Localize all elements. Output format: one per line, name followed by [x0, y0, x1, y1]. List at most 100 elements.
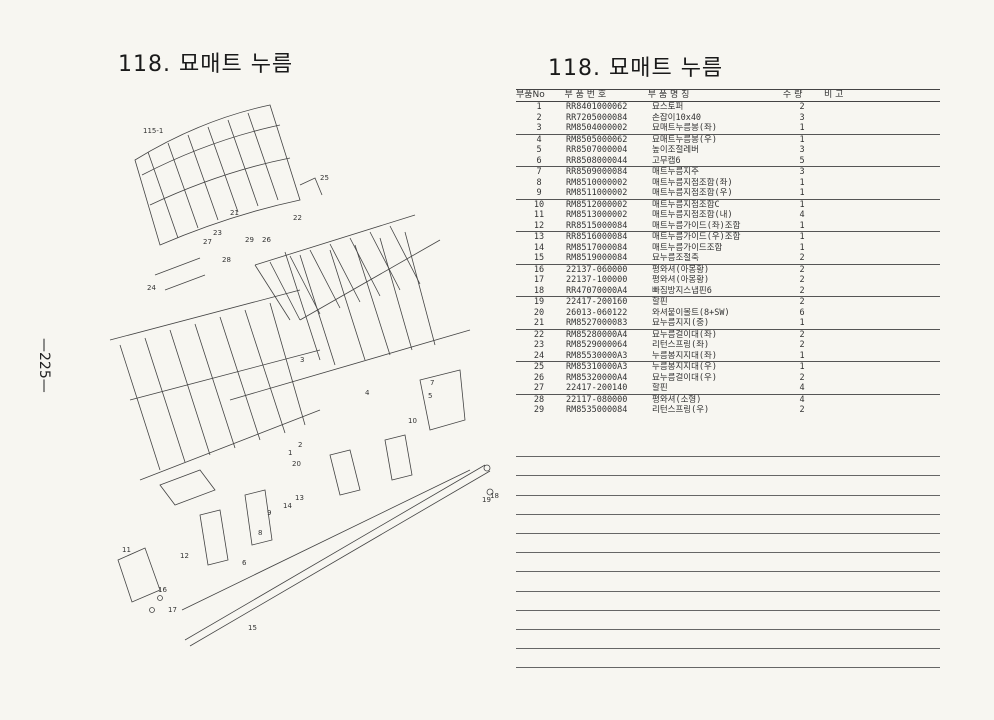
cell-part-number: RM8504000002: [566, 123, 628, 133]
cell-remarks: [820, 373, 940, 384]
cell-remarks: [820, 135, 940, 146]
press-fingers-lower: [119, 302, 306, 471]
cell-part-number: RR8507000004: [566, 145, 628, 155]
cell-no: 7: [536, 167, 542, 177]
header-no: 부품No: [516, 90, 545, 100]
cell-qty: 6: [799, 307, 805, 318]
cell-name: 묘누름지지(중): [652, 318, 710, 328]
cell-no: 29: [533, 405, 545, 415]
cell-remarks: [820, 275, 940, 286]
cell-part-number: 22137-060000: [566, 264, 628, 275]
callout-label: 26: [262, 236, 271, 244]
cell-qty: 1: [799, 232, 805, 242]
cell-qty: 5: [799, 155, 805, 166]
cell-qty: 2: [799, 264, 805, 275]
cell-name: 매트누름가이드조합: [652, 242, 723, 253]
cell-no: 1: [536, 102, 542, 112]
cell-name: 묘매트누름봉(좌): [652, 123, 717, 133]
cell-remarks: [820, 178, 940, 189]
cell-remarks: [820, 123, 940, 134]
cell-name: 묘누름걸이대(좌): [652, 329, 717, 340]
blank-ruled-lines: [516, 438, 940, 669]
header-remarks: 비 고: [824, 90, 844, 100]
cell-part-number: RR8515000084: [566, 220, 628, 231]
cell-remarks: [820, 351, 940, 362]
bracket-a: [329, 449, 361, 496]
cell-part-number: RM8517000084: [566, 242, 628, 253]
cell-remarks: [820, 188, 940, 199]
cell-remarks: [820, 265, 940, 276]
cell-remarks: [820, 308, 940, 319]
cell-no: 14: [533, 242, 545, 253]
cell-remarks: [820, 102, 940, 113]
callout-label: 27: [203, 238, 212, 246]
cell-remarks: [820, 253, 940, 264]
cell-part-number: RM8511000002: [566, 188, 628, 198]
bracket-d: [244, 489, 273, 546]
cell-name: 매트누름가이드(좌)조합: [652, 220, 741, 231]
bracket-e: [117, 547, 161, 603]
cell-no: 26: [533, 372, 545, 383]
cell-qty: 1: [799, 350, 805, 361]
mat-guide-rack: [134, 104, 301, 246]
cell-part-number: RR8509000084: [566, 167, 628, 177]
cell-qty: 4: [799, 394, 805, 405]
callout-label: 17: [168, 606, 177, 614]
stopper-link: [154, 257, 206, 291]
cell-name: 묘스토퍼: [652, 102, 684, 112]
callout-label: 8: [258, 529, 262, 537]
cell-part-number: RM85310000A3: [566, 362, 628, 372]
callout-label: 20: [292, 460, 301, 468]
cell-qty: 3: [799, 112, 805, 123]
cell-no: 20: [533, 307, 545, 318]
callout-label: 12: [180, 552, 189, 560]
cell-no: 9: [536, 188, 542, 198]
cell-no: 18: [533, 285, 545, 296]
page-title-left: 118. 묘매트 누름: [118, 52, 294, 77]
cell-remarks: [820, 405, 940, 416]
press-bar-lower: [109, 289, 301, 341]
cell-part-number: RR8516000084: [566, 232, 628, 242]
cell-qty: 1: [799, 318, 805, 328]
cell-qty: 2: [799, 297, 805, 307]
cell-name: 할핀: [652, 297, 668, 307]
callout-label: 6: [242, 559, 247, 567]
bracket-b: [384, 434, 413, 481]
header-part-number: 부 품 번 호: [564, 90, 607, 100]
cell-part-number: RM8513000002: [566, 210, 628, 220]
cell-remarks: [820, 297, 940, 308]
callout-label: 28: [222, 256, 231, 264]
cell-qty: 2: [799, 372, 805, 383]
cell-remarks: [820, 167, 940, 178]
cell-name: 매트누름지점조합(우): [652, 188, 733, 198]
cell-name: 평와셔(아몽황): [652, 264, 710, 275]
cell-qty: 2: [799, 340, 805, 350]
callout-label: 5: [428, 392, 432, 400]
cell-no: 23: [533, 340, 545, 350]
cell-part-number: RM8519000084: [566, 253, 628, 263]
cell-qty: 2: [799, 275, 805, 285]
cell-no: 12: [533, 220, 545, 231]
cell-remarks: [820, 286, 940, 297]
cell-qty: 1: [799, 123, 805, 133]
cell-no: 22: [533, 329, 545, 340]
cell-remarks: [820, 200, 940, 211]
cell-name: 와셔붙이볼트(8+SW): [652, 307, 730, 318]
cell-qty: 3: [799, 145, 805, 155]
cell-remarks: [820, 156, 940, 167]
cell-name: 매트누름지점조합(좌): [652, 177, 733, 188]
cell-qty: 1: [799, 362, 805, 372]
cell-no: 24: [533, 350, 545, 361]
cell-qty: 2: [799, 285, 805, 296]
